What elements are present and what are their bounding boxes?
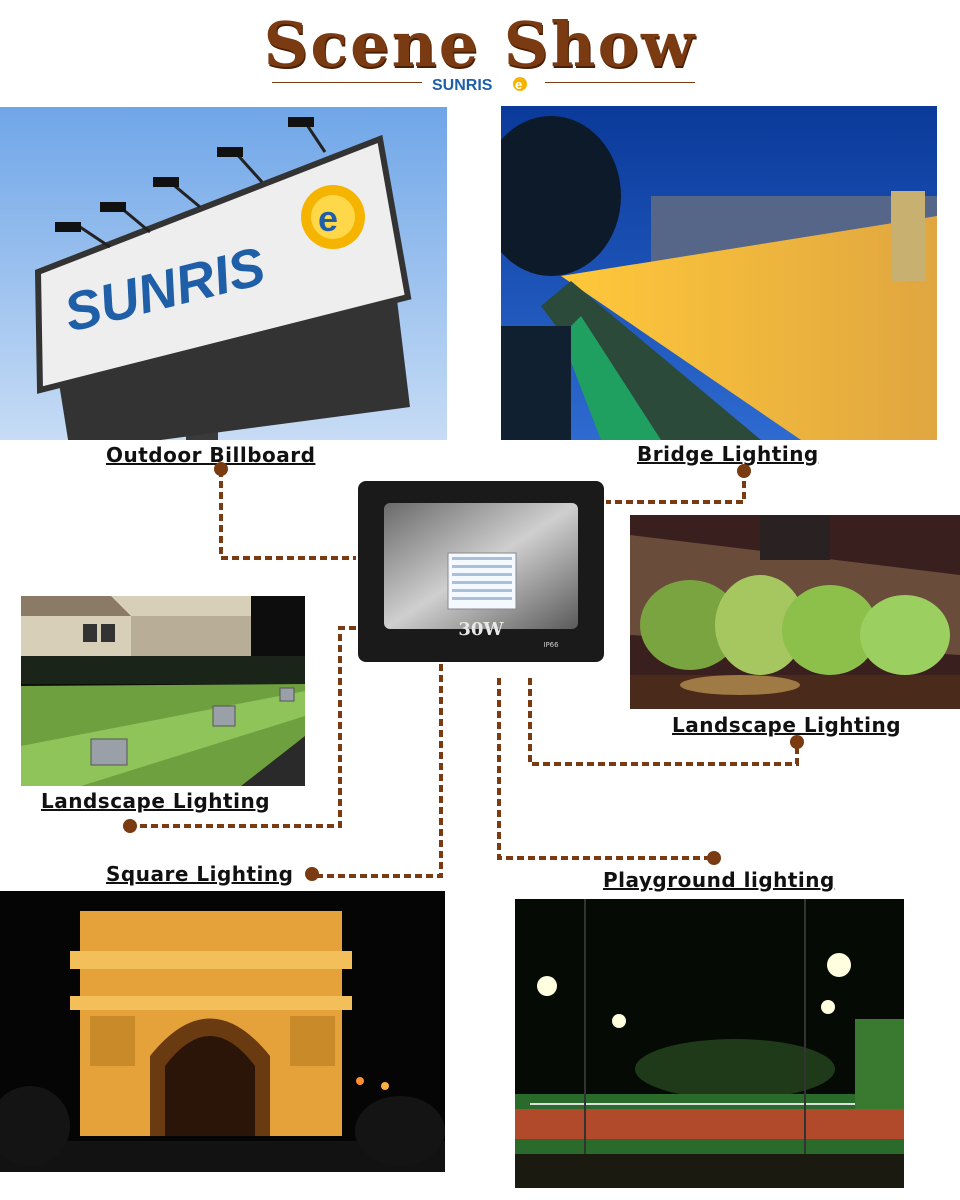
connector-bridge-lighting (606, 470, 746, 504)
brand-logo-small: SUNRIS e (430, 72, 540, 96)
outdoor-billboard-image: SUNRIS e (0, 107, 447, 440)
product-watt-label: 30W (458, 619, 504, 640)
header-rule-right (545, 82, 695, 83)
playground-lighting-image (515, 899, 904, 1188)
page-title: Scene Show (263, 8, 697, 81)
label-square-lighting: Square Lighting (106, 862, 294, 886)
floodlight-product: 30W IP66 (356, 479, 606, 664)
connector-square-lighting (312, 664, 443, 878)
bridge-lighting-image (501, 106, 937, 440)
product-ip-rating: IP66 (543, 641, 559, 649)
svg-text:e: e (318, 198, 338, 239)
landscape-lighting-right-image (630, 515, 960, 709)
header-rule-left (272, 82, 422, 83)
label-outdoor-billboard: Outdoor Billboard (106, 443, 316, 467)
landscape-lighting-left-image (21, 596, 305, 786)
square-lighting-image (0, 891, 445, 1172)
connector-outdoor-billboard (219, 470, 356, 560)
svg-text:SUNRIS: SUNRIS (432, 77, 493, 94)
label-bridge-lighting: Bridge Lighting (637, 442, 819, 466)
label-landscape-lighting-right: Landscape Lighting (672, 713, 902, 737)
label-playground-lighting: Playground lighting (603, 868, 835, 892)
label-landscape-lighting-left: Landscape Lighting (41, 789, 271, 813)
svg-text:e: e (515, 77, 522, 92)
